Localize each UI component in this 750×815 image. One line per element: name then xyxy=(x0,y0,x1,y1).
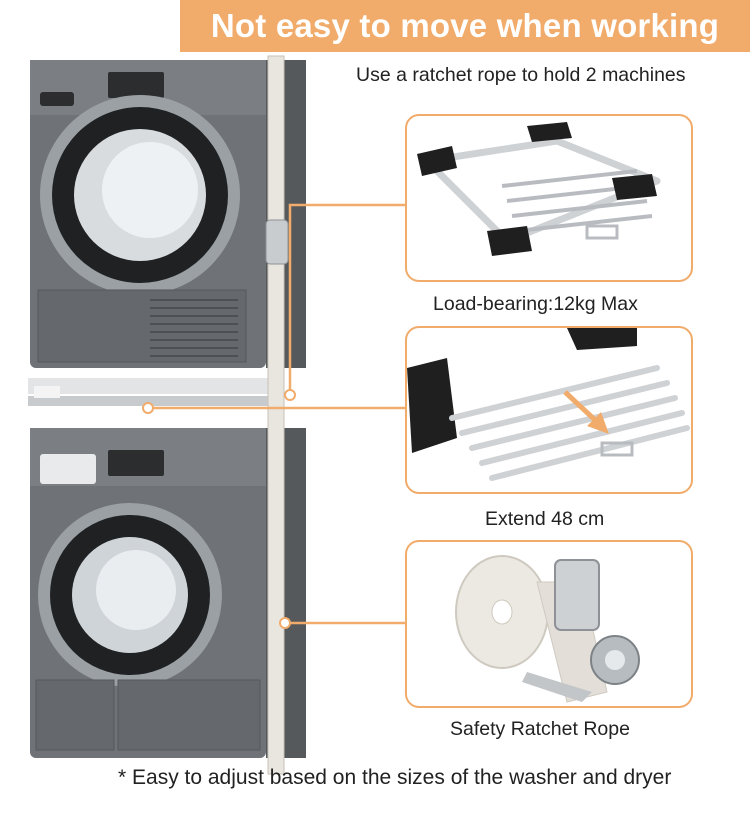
caption-ratchet-rope: Safety Ratchet Rope xyxy=(450,718,630,740)
banner-title: Not easy to move when working xyxy=(210,7,720,44)
ratchet-strap-on-machines xyxy=(265,55,289,775)
stand-frame-image xyxy=(417,122,661,256)
subtitle: Use a ratchet rope to hold 2 machines xyxy=(356,64,686,86)
caption-load-bearing: Load-bearing:12kg Max xyxy=(433,293,638,315)
stand-frame-shelf xyxy=(28,378,274,406)
header-banner: Not easy to move when working xyxy=(180,0,750,52)
caption-extend: Extend 48 cm xyxy=(485,508,605,530)
ratchet-rope-image xyxy=(455,555,640,703)
feature-panel-load-bearing xyxy=(405,114,693,282)
footnote: * Easy to adjust based on the sizes of t… xyxy=(118,766,672,789)
feature-panel-ratchet xyxy=(405,540,693,708)
stacked-machines-illustration xyxy=(28,55,306,775)
feature-panel-extend xyxy=(405,326,693,494)
dryer-machine xyxy=(30,60,306,368)
washer-machine xyxy=(30,428,306,758)
extended-shelf-image xyxy=(407,328,690,481)
